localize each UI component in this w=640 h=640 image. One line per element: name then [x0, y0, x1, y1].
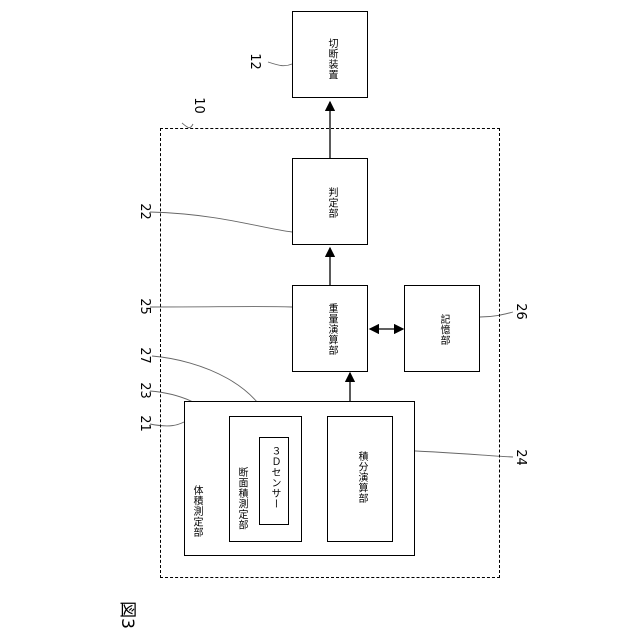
ref-24: 24 [513, 449, 528, 466]
ref-27: 27 [137, 347, 152, 364]
judgment-unit-box: 判定部 [292, 158, 368, 245]
storage-unit-box: 記憶部 [404, 285, 480, 372]
leader-10 [182, 123, 193, 128]
ref-22: 22 [137, 203, 152, 220]
cross-section-unit-label: 断面積測定部 [234, 467, 249, 530]
sensor-3d-label: ３Ｄセンサー [267, 446, 282, 509]
ref-25: 25 [137, 298, 152, 315]
ref-12: 12 [247, 53, 262, 70]
cutting-device-label: 切断装置 [324, 38, 339, 80]
cutting-device-box: 切断装置 [292, 11, 368, 98]
ref-23: 23 [137, 382, 152, 399]
weight-calc-unit-label: 重量演算部 [324, 303, 339, 356]
ref-26: 26 [513, 303, 528, 320]
integral-calc-unit-box: 積分演算部 [327, 416, 393, 542]
ref-10: 10 [191, 97, 206, 114]
weight-calc-unit-box: 重量演算部 [292, 285, 368, 372]
sensor-3d-box: ３Ｄセンサー [259, 437, 289, 525]
judgment-unit-label: 判定部 [324, 187, 339, 219]
storage-unit-label: 記憶部 [436, 314, 451, 346]
volume-measure-unit-label: 体積測定部 [189, 485, 204, 538]
integral-calc-unit-label: 積分演算部 [354, 451, 369, 504]
figure-title: 図3 [110, 598, 144, 632]
ref-21: 21 [137, 415, 152, 432]
leader-12 [268, 62, 292, 66]
